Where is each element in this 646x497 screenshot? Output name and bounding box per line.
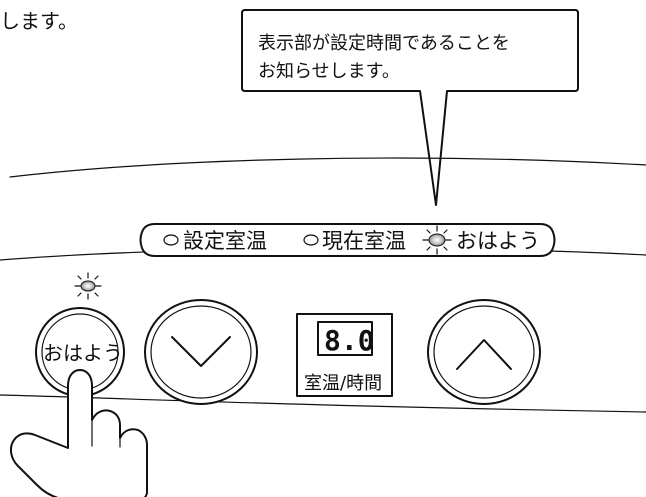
ohayo-button-label: おはよう — [43, 341, 123, 365]
display-value: 8.0 — [324, 324, 375, 357]
up-button[interactable] — [427, 299, 541, 405]
pointing-hand-icon — [9, 369, 148, 497]
chevron-down-icon — [171, 336, 231, 367]
lit-lamp-icon — [74, 272, 102, 300]
indicator-label-1: 設定室温 — [183, 229, 267, 253]
chevron-up-icon — [456, 339, 512, 370]
indicator-lamp-1 — [163, 234, 179, 246]
indicator-lamp-3-icon — [422, 225, 452, 255]
display-label: 室温/時間 — [304, 373, 382, 394]
down-button[interactable] — [144, 299, 258, 405]
ohayo-button[interactable]: おはよう — [35, 307, 125, 397]
indicator-label-3: おはよう — [456, 229, 540, 253]
display-block: 8.0 室温/時間 — [296, 313, 393, 397]
indicator-label-2: 現在室温 — [322, 229, 406, 253]
indicator-bar: 設定室温 現在室温 おはよう — [139, 223, 556, 257]
callout-line-2: お知らせします。 — [258, 61, 400, 82]
top-text: します。 — [0, 9, 78, 33]
callout: 表示部が設定時間であることを お知らせします。 — [241, 9, 579, 206]
indicator-lamp-2 — [303, 234, 319, 246]
callout-line-1: 表示部が設定時間であることを — [258, 33, 510, 54]
